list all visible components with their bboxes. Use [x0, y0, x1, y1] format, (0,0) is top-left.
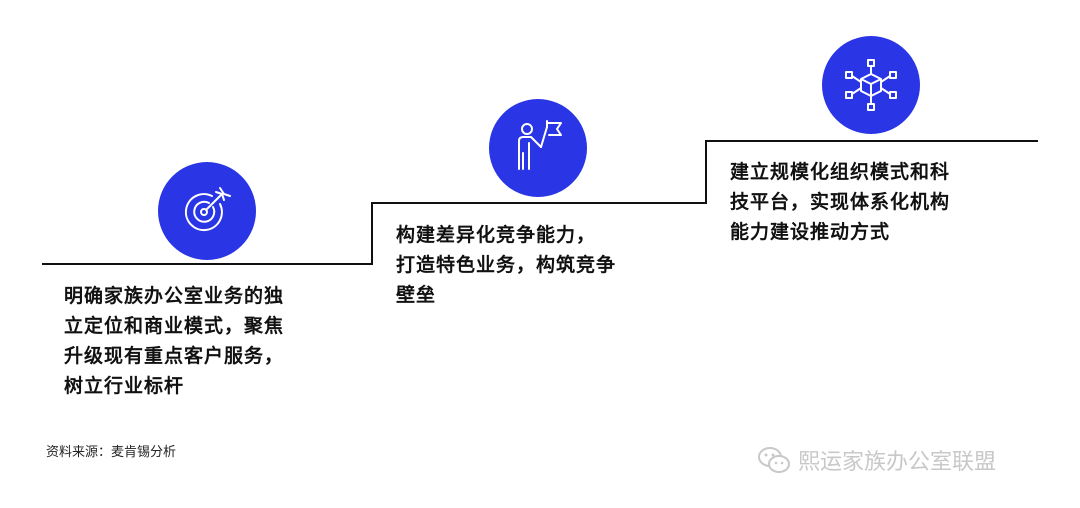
network-cube-icon [845, 59, 897, 111]
step-1-text: 明确家族办公室业务的独 立定位和商业模式，聚焦 升级现有重点客户服务， 树立行业… [64, 285, 285, 397]
step-2-text: 构建差异化竞争能力， 打造特色业务，构筑竞争 壁垒 [396, 224, 617, 306]
step-3-icon-circle [822, 36, 920, 134]
target-icon [184, 187, 231, 232]
watermark-text: 熙运家族办公室联盟 [798, 450, 997, 475]
step-2-icon-circle [489, 99, 587, 197]
source-note: 资料来源：麦肯锡分析 [46, 445, 177, 460]
person-flag-icon [518, 120, 562, 170]
step-3-text: 建立规模化组织模式和科 技平台，实现体系化机构 能力建设推动方式 [730, 161, 951, 243]
step-1-icon-circle [158, 162, 256, 260]
watermark: 熙运家族办公室联盟 [756, 444, 996, 476]
wechat-icon [758, 447, 790, 473]
